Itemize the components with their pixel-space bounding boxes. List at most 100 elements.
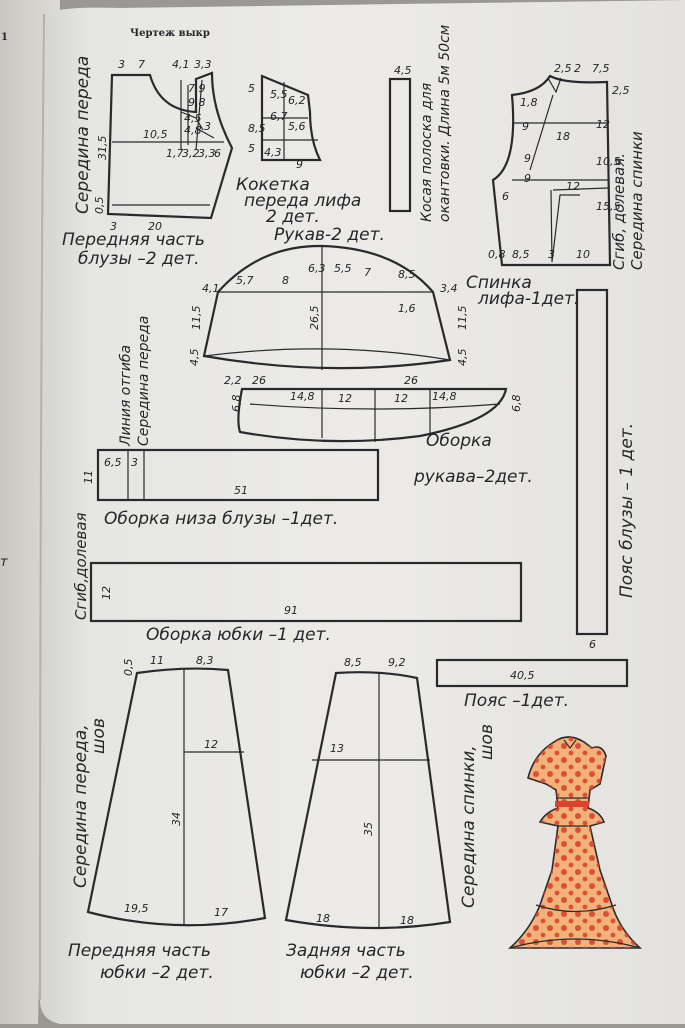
dimension-label: 26 — [252, 374, 266, 387]
dimension-label: 17 — [214, 906, 228, 919]
dimension-label: 11,5 — [190, 306, 203, 331]
sleeve-ruffle-label-1: Оборка — [426, 431, 492, 451]
back-bodice-label-1: Спинка — [466, 273, 532, 293]
dimension-label: 2,2 — [224, 374, 242, 387]
front-bodice-label-2: блузы –2 дет. — [78, 249, 200, 269]
skirt-ruffle-width: 91 — [284, 604, 298, 617]
dimension-label: 4,5 — [188, 349, 201, 367]
dimension-label: 11 — [150, 654, 164, 667]
dimension-label: 35 — [362, 822, 375, 836]
dimension-label: 5,6 — [288, 120, 306, 133]
front-skirt-side-1: Середина переда, — [71, 724, 91, 888]
front-skirt-pattern — [86, 667, 267, 927]
dimension-label: 11,5 — [456, 306, 469, 331]
dimension-label: 12 — [338, 392, 352, 405]
dimension-label: 5 — [248, 82, 255, 95]
front-skirt-label-2: юбки –2 дет. — [100, 963, 214, 983]
dimension-label: 13 — [330, 742, 344, 755]
blouse-belt-width: 6 — [589, 638, 596, 651]
dimension-label: 8,5 — [512, 248, 530, 261]
dimension-label: 4,1 — [202, 282, 220, 295]
dimension-label: 31,5 — [96, 136, 109, 161]
dimension-label: 8 — [282, 274, 289, 287]
dimension-label: 10 — [576, 248, 590, 261]
blouse-ruffle-pattern — [96, 448, 380, 502]
back-skirt-dims: 8,5 9,2 13 35 18 18 — [316, 656, 414, 927]
waist-belt-length: 40,5 — [510, 669, 535, 682]
dimension-label: 6 — [502, 190, 509, 203]
dimension-label: 34 — [170, 812, 183, 826]
sleeve-label: Рукав-2 дет. — [274, 225, 385, 245]
left-fragment-mid: т — [0, 555, 8, 570]
dimension-label: 5,7 — [236, 274, 254, 287]
dimension-label: 4,8 — [184, 124, 202, 137]
yoke-label-3: 2 дет. — [266, 207, 320, 227]
yoke-pattern — [260, 74, 322, 162]
dimension-label: 3,3 — [194, 58, 212, 71]
dimension-label: 1,7 — [166, 147, 184, 160]
dimension-label: 14,8 — [432, 390, 457, 403]
dimension-label: 3,3 — [198, 147, 216, 160]
dimension-label: 0,5 — [93, 197, 106, 215]
dimension-label: 6,8 — [230, 395, 243, 413]
back-skirt-side-1: Середина спинки, — [459, 745, 479, 908]
dimension-label: 14,8 — [290, 390, 315, 403]
back-bodice-fold-1: Сгиб, долевая. — [610, 153, 628, 270]
dimension-label: 20 — [148, 220, 162, 233]
dimension-label: 3,2 — [182, 147, 200, 160]
dimension-label: 9 — [524, 172, 531, 185]
yoke-label-1: Кокетка — [236, 175, 310, 195]
back-bodice-pattern — [491, 74, 612, 267]
dimension-label: 9 — [296, 158, 303, 171]
dimension-label: 6,5 — [104, 456, 122, 469]
dimension-label: 4,1 — [172, 58, 190, 71]
dimension-label: 12 — [204, 738, 218, 751]
front-skirt-label-1: Передняя часть — [68, 941, 211, 961]
blouse-ruffle-dims: 6,5 3 11 51 — [82, 456, 248, 497]
blouse-belt-pattern — [575, 288, 609, 636]
dimension-label: 7,9 — [188, 82, 206, 95]
dimension-label: 8,5 — [398, 268, 416, 281]
dimension-label: 51 — [234, 484, 248, 497]
dimension-label: 9,2 — [388, 656, 406, 669]
dimension-label: 6 — [214, 147, 221, 160]
dimension-label: 10,5 — [596, 155, 621, 168]
dimension-label: 11 — [82, 470, 95, 484]
skirt-ruffle-height: 12 — [100, 586, 113, 600]
dimension-label: 5,5 — [334, 262, 352, 275]
dimension-label: 3 — [110, 220, 117, 233]
bias-strip-label-1: Косая полоска для — [419, 83, 435, 222]
dimension-label: 9,8 — [188, 96, 206, 109]
dimension-label: 5,5 — [270, 88, 288, 101]
waist-belt-label: Пояс –1дет. — [464, 691, 569, 711]
dimension-label: 10,5 — [143, 128, 168, 141]
bias-strip-width: 4,5 — [394, 64, 412, 77]
dimension-label: 12 — [566, 180, 580, 193]
dimension-label: 18 — [556, 130, 570, 143]
dimension-label: 1,6 — [398, 302, 416, 315]
back-bodice-label-2: лифа-1дет. — [477, 289, 579, 309]
dimension-label: 12 — [394, 392, 408, 405]
dimension-label: 3 — [118, 58, 125, 71]
back-skirt-side-2: шов — [477, 724, 497, 760]
dimension-label: 2 — [574, 62, 581, 75]
dimension-label: 12 — [596, 118, 610, 131]
yoke-label-2: переда лифа — [244, 191, 361, 211]
dimension-label: 4,5 — [184, 112, 202, 125]
dimension-label: 6,7 — [270, 110, 288, 123]
blouse-ruffle-side-2: Середина переда — [136, 316, 152, 446]
dimension-label: 26 — [404, 374, 418, 387]
sleeve-ruffle-label-2: рукава–2дет. — [413, 467, 533, 487]
sleeve-dims: 4,1 5,7 8 6,3 5,5 7 8,5 3,4 11,5 26,5 1,… — [188, 262, 469, 366]
waist-belt-pattern — [435, 658, 629, 688]
dimension-label: 9 — [524, 152, 531, 165]
dimension-label: 2,5 — [554, 62, 572, 75]
dimension-label: 8,5 — [248, 122, 266, 135]
dimension-label: 26,5 — [308, 306, 321, 331]
page-header: Чертеж выкр — [130, 28, 210, 39]
dress-figure — [507, 736, 643, 949]
dimension-label: 0,5 — [122, 659, 135, 677]
dimension-label: 3 — [204, 120, 211, 133]
